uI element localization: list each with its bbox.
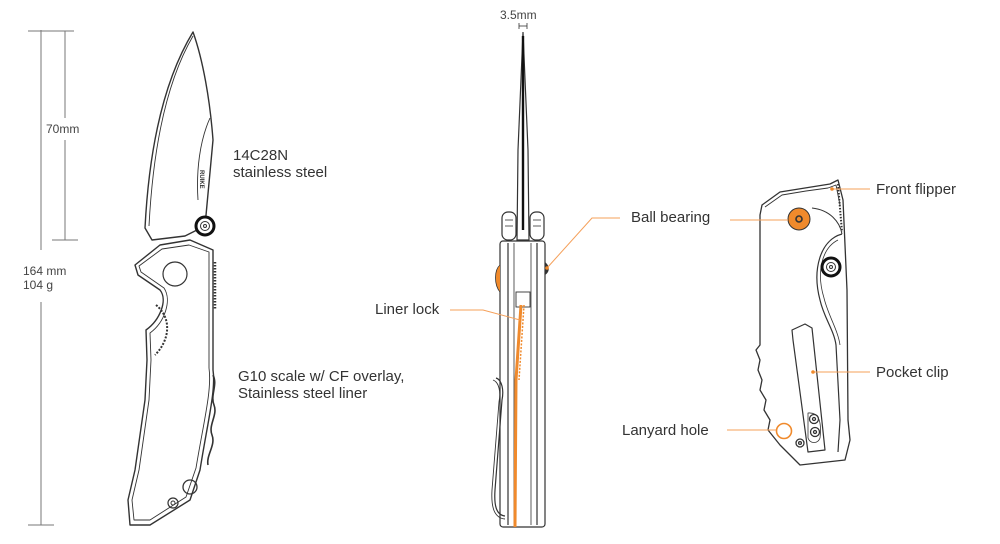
overall-length-label: 164 mm (23, 264, 67, 278)
blade-material-line2: stainless steel (233, 164, 328, 181)
blade-outline (144, 31, 214, 241)
callout-lanyard-hole: Lanyard hole (622, 422, 709, 439)
callout-liner-lock: Liner lock (375, 301, 440, 318)
leader-liner-lock (450, 309, 521, 321)
callout-pocket-clip: Pocket clip (876, 364, 949, 381)
closed-handle-outline (755, 179, 851, 466)
blade-material-line1: 14C28N (233, 147, 289, 164)
pivot-screw (194, 215, 216, 237)
callout-ball-bearing: Ball bearing (631, 209, 711, 226)
pocket-clip (791, 323, 826, 453)
pocket-clip-side (494, 377, 506, 517)
callout-front-flipper: Front flipper (876, 181, 957, 198)
handle-material-line2: Stainless steel liner (238, 385, 368, 402)
handle-body (499, 240, 546, 528)
handle-outline (127, 239, 215, 526)
ball-bearing-edge-left (495, 264, 501, 293)
blade-thickness-label: 3.5mm (500, 8, 537, 22)
handle-material-line1: G10 scale w/ CF overlay, (238, 368, 405, 385)
lanyard-hole-marker (775, 422, 793, 440)
brand-mark: RUIKE (198, 170, 204, 189)
ball-bearing-marker (787, 207, 811, 231)
knife-spine-view (491, 23, 546, 528)
leader-ball-bearing-mid (546, 217, 620, 269)
knife-side-view (127, 31, 217, 526)
knife-closed-view (755, 179, 851, 466)
callout-leaders (450, 188, 870, 431)
blade-length-label: 70mm (46, 122, 80, 136)
weight-label: 104 g (23, 278, 54, 292)
blade-spine (516, 31, 530, 241)
thumb-hole (162, 261, 188, 287)
liner-lock-bar (513, 304, 525, 528)
dimension-rulers (28, 30, 78, 526)
